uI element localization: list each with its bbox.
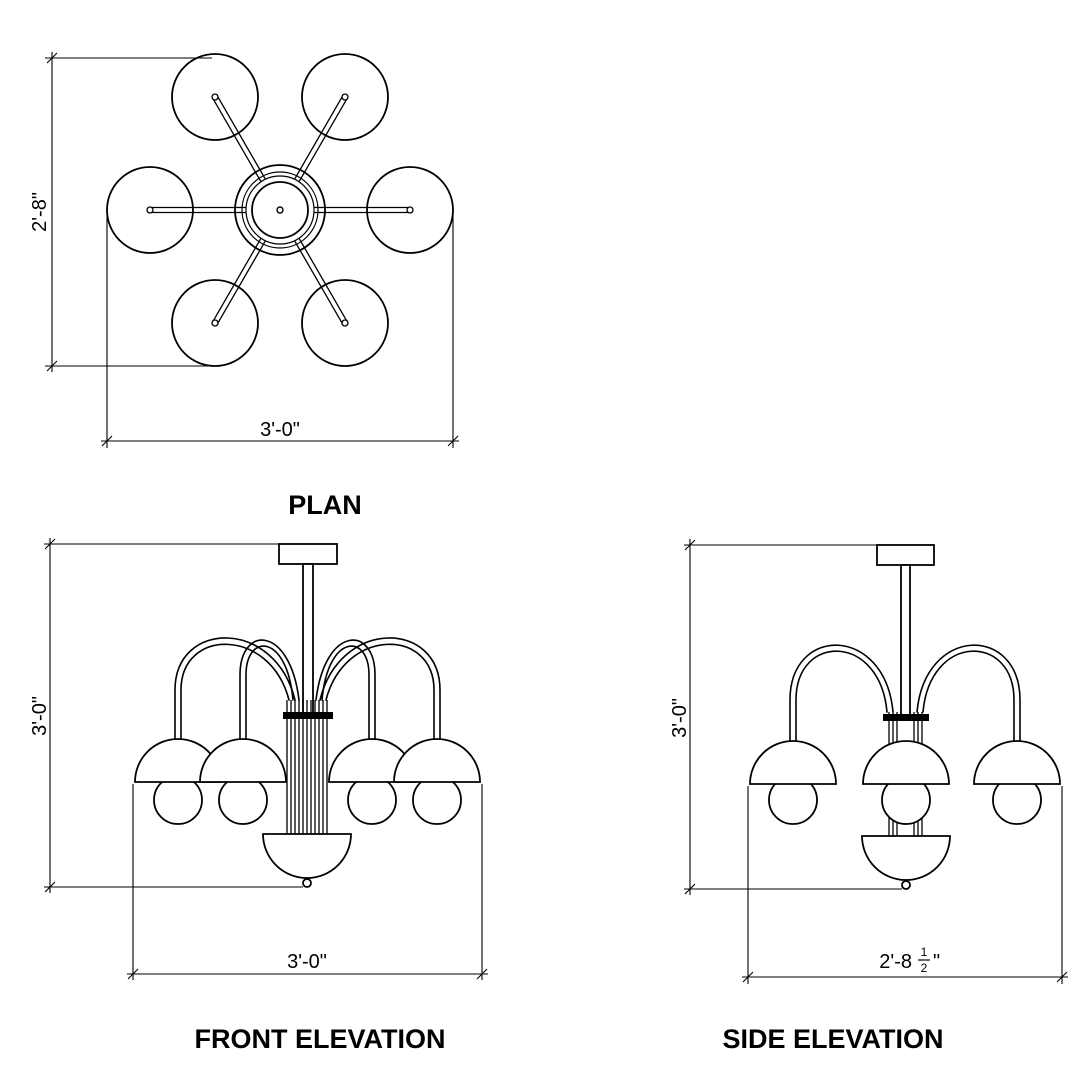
front-bottom-cup — [262, 833, 352, 879]
plan-canopy-ring — [241, 171, 319, 249]
side-bulbs — [768, 775, 1042, 825]
front-arm — [239, 639, 300, 743]
plan-hub — [251, 181, 309, 239]
front-canopy — [278, 543, 338, 565]
front-height-dimension: 3'-0" — [29, 538, 303, 893]
front-arm — [315, 639, 376, 743]
side-elevation-view: 3'-0" 2'-8 1 2 " SIDE ELEVATION — [669, 539, 1068, 1054]
front-height-label: 3'-0" — [29, 696, 51, 736]
side-height-label: 3'-0" — [669, 698, 691, 738]
front-elevation-view: 3'-0" 3'-0" FRONT ELEVATION — [29, 538, 488, 1054]
side-width-dimension: 2'-8 1 2 " — [742, 786, 1068, 984]
plan-width-label: 3'-0" — [260, 419, 300, 441]
front-finial — [302, 878, 312, 888]
side-width-fraction-numerator: 1 — [921, 945, 928, 959]
front-arm — [325, 643, 435, 743]
side-bottom-cup — [861, 835, 951, 881]
side-arm — [922, 650, 1015, 757]
plan-height-label: 2'-8" — [29, 192, 51, 232]
plan-arm-ends — [146, 93, 414, 327]
side-width-inch-mark: " — [933, 951, 940, 973]
plan-height-dimension: 2'-8" — [29, 52, 212, 372]
side-width-label: 2'-8 — [879, 951, 912, 973]
front-arm — [319, 637, 441, 743]
side-band — [883, 714, 929, 721]
front-elevation-title: FRONT ELEVATION — [195, 1024, 446, 1054]
side-shades — [749, 740, 1061, 785]
side-arm — [789, 644, 894, 757]
plan-width-dimension: 3'-0" — [101, 210, 459, 448]
front-stem — [302, 563, 314, 715]
side-arm — [795, 650, 888, 757]
side-height-dimension: 3'-0" — [669, 539, 902, 895]
front-shades — [134, 738, 481, 783]
plan-arms — [150, 95, 410, 325]
plan-hub-center — [276, 206, 284, 214]
side-finial — [901, 880, 911, 890]
front-arm — [174, 637, 296, 743]
front-band — [283, 712, 333, 719]
front-arm — [180, 643, 290, 743]
plan-canopy-ring — [245, 175, 315, 245]
plan-view: 2'-8" 3'-0" PLAN — [29, 52, 459, 520]
side-stem — [900, 564, 911, 716]
plan-title: PLAN — [288, 490, 362, 520]
side-canopy — [876, 544, 935, 566]
side-elevation-title: SIDE ELEVATION — [722, 1024, 943, 1054]
front-arm — [245, 645, 294, 743]
front-width-dimension: 3'-0" — [127, 784, 488, 980]
front-bulbs — [153, 775, 462, 825]
front-rod-bundle — [286, 700, 328, 836]
side-arm — [916, 644, 1021, 757]
side-width-fraction-denominator: 2 — [921, 961, 928, 975]
front-arm — [321, 645, 370, 743]
front-width-label: 3'-0" — [287, 951, 327, 973]
